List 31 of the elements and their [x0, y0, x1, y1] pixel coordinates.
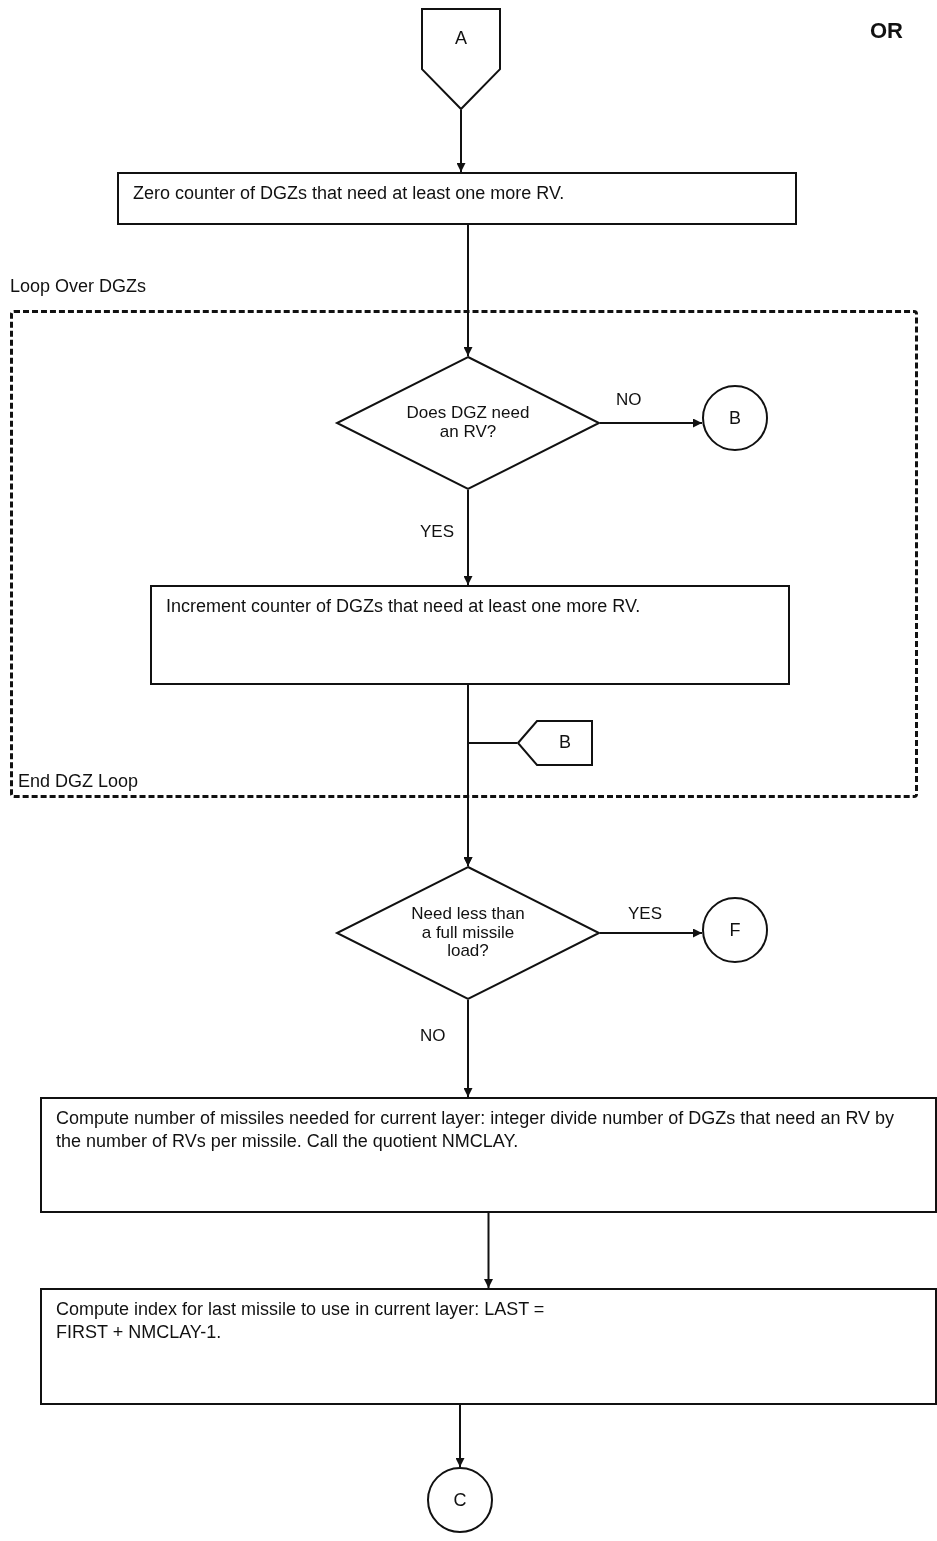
decision-text: Does DGZ need an RV?: [406, 402, 530, 443]
process-box: [117, 172, 797, 225]
arrow: [463, 742, 518, 867]
process-box: [40, 1288, 937, 1405]
connector-letter: B: [558, 731, 572, 755]
arrow: [463, 224, 473, 357]
decision-diamond: [336, 356, 600, 490]
off-page-connector: [421, 8, 501, 110]
process-text: Compute index for last missile to use in current layer: LAST = FIRST + NMCLAY-1.: [56, 1298, 546, 1345]
process-box: [40, 1097, 937, 1213]
arrow: [463, 489, 473, 586]
decision-text: Need less than a full missile load?: [410, 903, 526, 963]
connector-letter: F: [729, 919, 741, 941]
connector-letter: A: [454, 26, 468, 50]
off-page-connector: [517, 720, 593, 766]
arrow: [484, 1212, 493, 1289]
connector-letter: C: [453, 1489, 467, 1511]
page-heading: OR: [870, 18, 903, 44]
arrow: [599, 418, 703, 428]
loop-label: End DGZ Loop: [18, 771, 139, 792]
decision-diamond: [336, 866, 600, 1000]
process-box: [150, 585, 790, 685]
arrow: [455, 1404, 465, 1468]
process-text: Increment counter of DGZs that need at least one more RV.: [166, 595, 642, 618]
connector-letter: B: [729, 407, 741, 429]
arrow: [599, 928, 703, 938]
arrow: [456, 109, 466, 173]
process-text: Compute number of missiles needed for current layer: integer divide number of DGZs that need an RV by the number of RVs per missile. Call the quotient NMCLAY.: [56, 1107, 896, 1154]
process-text: Zero counter of DGZs that need at least one more RV.: [133, 182, 566, 205]
loop-label: Loop Over DGZs: [10, 276, 147, 297]
arrow: [463, 999, 473, 1098]
